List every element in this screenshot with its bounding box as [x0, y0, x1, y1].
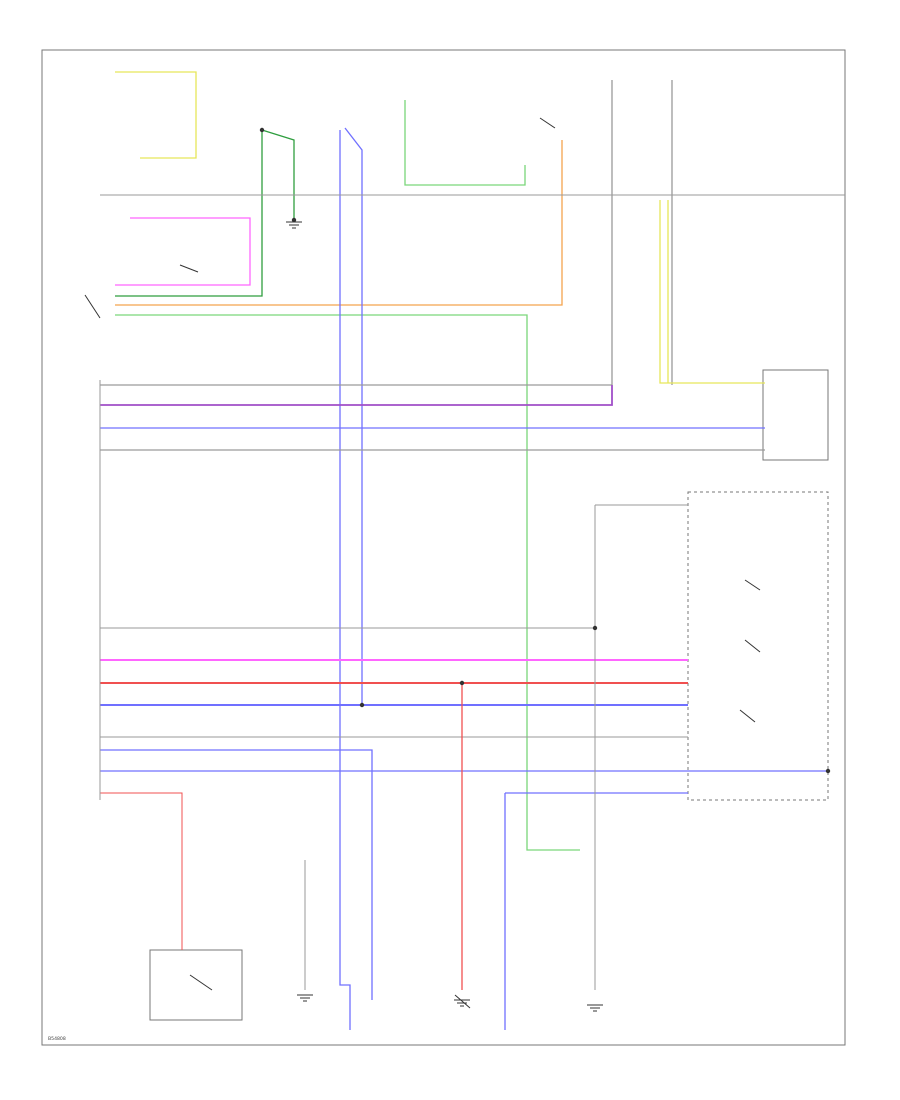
junction-dot: [291, 217, 297, 223]
junction-dot: [259, 127, 265, 133]
wire-yellow-0: [115, 71, 197, 159]
switch-contact: [539, 117, 556, 129]
wire-red-28: [100, 792, 183, 950]
junction-dot: [359, 702, 365, 708]
wire-dark_green-1: [115, 130, 263, 297]
wire-group: [99, 71, 845, 1030]
switch-contact: [189, 974, 213, 991]
wire-orange-6: [115, 140, 563, 306]
ground-icon: [454, 999, 470, 1007]
switch-group: [84, 117, 761, 1009]
wire-dark_green-2: [261, 129, 295, 220]
switch-contact: [744, 579, 761, 591]
footer-code: B54808: [48, 1036, 66, 1042]
wire-purple-14: [100, 385, 613, 406]
junction-group: [259, 127, 831, 774]
ground-icon: [286, 221, 302, 229]
ground-icon: [297, 994, 313, 1002]
wire-yellow-11: [659, 200, 765, 384]
junction-dot: [592, 625, 598, 631]
switch-contact: [179, 264, 199, 273]
ground-icon: [587, 1004, 603, 1012]
wire-green-3: [404, 100, 526, 186]
junction-dot: [825, 768, 831, 774]
ground-group: [286, 221, 603, 1012]
switch-contact: [84, 294, 101, 319]
diagram-border: [41, 49, 846, 1046]
rear-window-defogger-relay-box: [762, 369, 829, 461]
wire-blue-7: [339, 130, 351, 1030]
junction-dot: [459, 680, 465, 686]
combination-switch-box: [687, 491, 829, 801]
wire-green-4: [115, 314, 580, 851]
light-switch-box: [149, 949, 243, 1021]
wire-blue-23: [100, 749, 373, 1000]
wire-blue-8: [344, 127, 363, 705]
wire-pink-5: [115, 217, 251, 286]
switch-contact: [454, 994, 471, 1009]
switch-contact: [744, 639, 761, 653]
switch-contact: [739, 709, 756, 723]
